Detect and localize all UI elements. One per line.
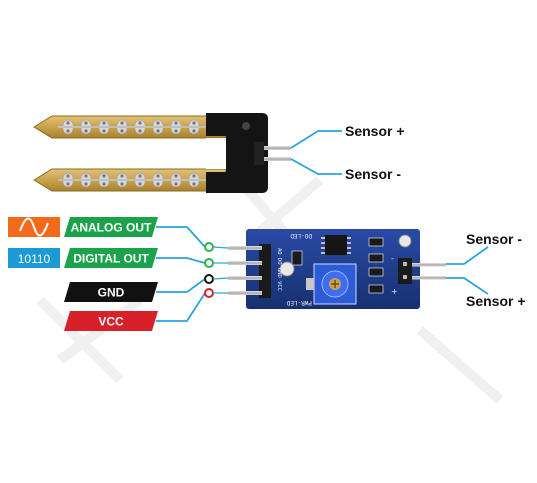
- pcb-hole-left: [279, 261, 295, 277]
- pin-ring: [204, 242, 214, 252]
- pin-label-text: ANALOG OUT: [71, 221, 152, 235]
- probe-label-plus: Sensor +: [345, 123, 405, 139]
- pin-label-rows: ANALOG OUT 10110 DIGITAL OUT GND VCC: [8, 217, 229, 331]
- pin-row-gnd: GND: [64, 274, 229, 302]
- smd-components: [291, 237, 384, 294]
- pcb-hole-right: [398, 234, 412, 248]
- binary-icon-text: 10110: [18, 252, 51, 266]
- pin-label-box: [64, 248, 158, 268]
- probe-trace-pads: [58, 119, 206, 188]
- probe-head: [206, 113, 268, 193]
- module-label-plus: Sensor +: [466, 293, 526, 309]
- header-pin: [228, 291, 262, 295]
- probe-pin-plus: [257, 146, 291, 150]
- header-pin: [228, 261, 262, 265]
- probe-connector: [398, 258, 412, 284]
- svg-text:-: -: [391, 254, 394, 263]
- module-wires: [446, 246, 489, 295]
- pin-label-text: VCC: [98, 315, 124, 329]
- pin-row-digital-out: 10110 DIGITAL OUT: [8, 248, 228, 268]
- header-pin: [228, 246, 262, 250]
- binary-icon: [8, 248, 60, 268]
- probe-wires: [290, 130, 342, 175]
- pin-ring: [204, 258, 214, 268]
- module-label-minus: Sensor -: [466, 231, 522, 247]
- silk-pwr-led: PWR-LED: [286, 299, 312, 306]
- pin-label-text: DIGITAL OUT: [73, 252, 149, 266]
- pin-ring: [204, 274, 214, 284]
- module-pin-plus: [412, 276, 446, 280]
- pin-label-box: [64, 311, 158, 331]
- pin-row-vcc: VCC: [64, 288, 228, 331]
- module-board: DO-LED AO DO GND VCC PWR-LED - +: [228, 229, 446, 309]
- pin-row-analog-out: ANALOG OUT: [8, 217, 229, 252]
- soil-probe: [33, 113, 291, 193]
- comparator-ic: [325, 235, 347, 255]
- pin-label-box: [64, 217, 158, 237]
- pin-header: [259, 244, 271, 298]
- silk-do-led: DO-LED: [290, 232, 312, 239]
- silk-pin-labels: AO DO GND VCC: [276, 248, 282, 291]
- probe-label-minus: Sensor -: [345, 166, 401, 182]
- module-pin-minus: [412, 263, 446, 267]
- pin-label-box: [64, 282, 158, 302]
- probe-pin-minus: [257, 157, 291, 161]
- pin-ring: [204, 288, 214, 298]
- header-pin: [228, 276, 262, 280]
- probe-mounting-hole: [242, 122, 250, 130]
- svg-text:+: +: [391, 287, 398, 296]
- pin-label-text: GND: [98, 286, 125, 300]
